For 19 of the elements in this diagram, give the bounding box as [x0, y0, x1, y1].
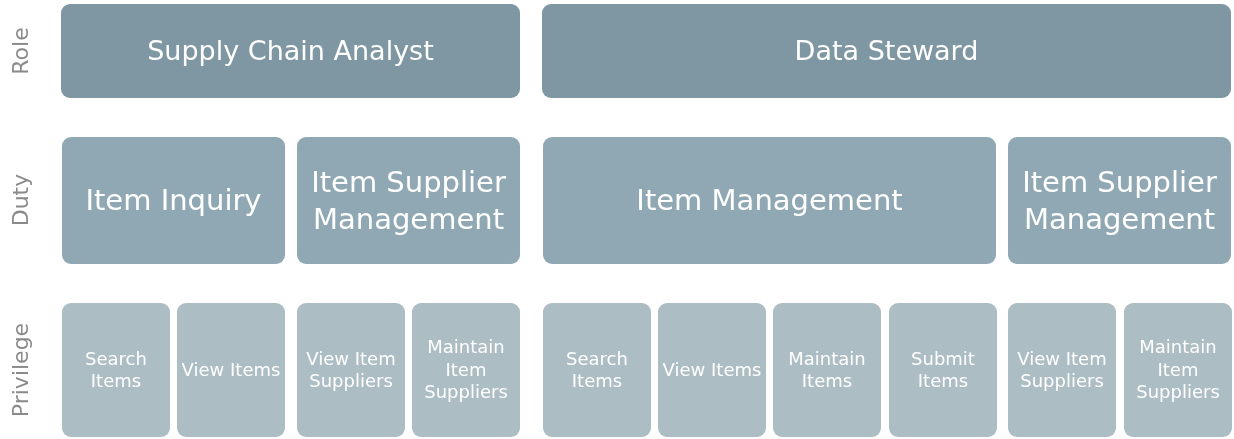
- privilege-box: View Item Suppliers: [297, 303, 405, 437]
- privilege-box: Maintain Item Suppliers: [412, 303, 520, 437]
- duty-box: Item Supplier Management: [297, 137, 520, 264]
- privilege-box: View Item Suppliers: [1008, 303, 1116, 437]
- role-box: Supply Chain Analyst: [61, 4, 520, 98]
- duty-box: Item Management: [543, 137, 996, 264]
- tier-label: Duty: [7, 173, 33, 227]
- tier-label: Role: [7, 27, 33, 75]
- duty-box: Item Inquiry: [62, 137, 285, 264]
- tier-label: Privilege: [7, 322, 33, 418]
- privilege-box: Search Items: [543, 303, 651, 437]
- privilege-box: View Items: [658, 303, 766, 437]
- privilege-box: View Items: [177, 303, 285, 437]
- privilege-box: Submit Items: [889, 303, 997, 437]
- duty-box: Item Supplier Management: [1008, 137, 1231, 264]
- role-box: Data Steward: [542, 4, 1231, 98]
- privilege-box: Maintain Item Suppliers: [1124, 303, 1232, 437]
- privilege-box: Search Items: [62, 303, 170, 437]
- privilege-box: Maintain Items: [773, 303, 881, 437]
